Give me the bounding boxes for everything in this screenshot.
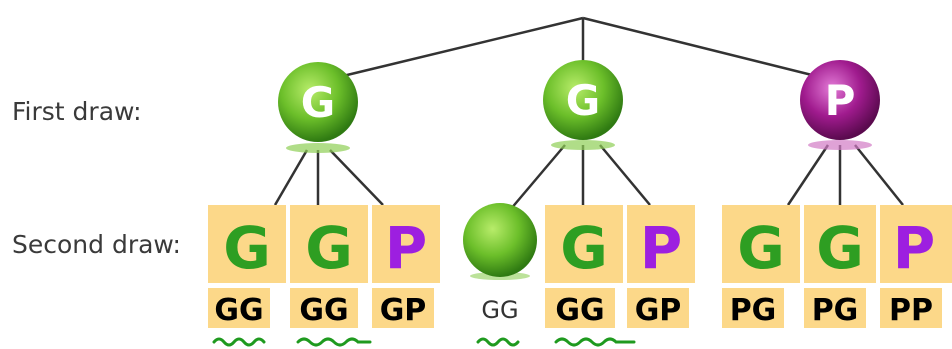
outcome-label: GP [380, 293, 427, 328]
first-draw-ball-3: P [800, 60, 880, 150]
outcome-label: GG [299, 293, 348, 328]
second-draw-letter: G [305, 214, 353, 282]
second-draw-box-3: P [372, 205, 440, 283]
second-draw-letter: P [893, 214, 936, 282]
second-draw-letter: G [737, 214, 785, 282]
outcome-label: PG [812, 293, 859, 328]
outcome-label: PP [889, 293, 933, 328]
second-draw-letter: G [816, 214, 864, 282]
outcome-label: GG [214, 293, 263, 328]
outcome-label: PG [730, 293, 777, 328]
second-draw-box-8: G [804, 205, 876, 283]
second-draw-box-1: G [208, 205, 286, 283]
first-draw-ball-2: G [543, 60, 623, 150]
second-draw-box-6: P [627, 205, 695, 283]
second-draw-letter: P [385, 214, 428, 282]
outcome-label: GG [555, 293, 604, 328]
outcome-label: GP [635, 293, 682, 328]
second-draw-letter: P [640, 214, 683, 282]
second-draw-box-5: G [545, 205, 623, 283]
second-draw-label: Second draw: [12, 230, 181, 259]
first-draw-letter: G [301, 78, 335, 127]
second-draw-ball-green [463, 203, 537, 280]
second-branches [273, 144, 904, 211]
first-draw-label: First draw: [12, 97, 142, 126]
second-draw-letter: G [560, 214, 608, 282]
second-draw-box-7: G [722, 205, 800, 283]
second-draw-box-2: G [290, 205, 368, 283]
first-draw-letter: P [825, 76, 856, 125]
second-draw-letter: G [223, 214, 271, 282]
second-draw-box-9: P [880, 205, 952, 283]
outcome-label: GG [481, 296, 518, 324]
first-draw-ball-1: G [278, 62, 358, 153]
first-draw-letter: G [566, 76, 600, 125]
outcomes: GG GG GP GG GG GP PG PG PP [208, 288, 942, 328]
green-underlines [212, 337, 636, 347]
